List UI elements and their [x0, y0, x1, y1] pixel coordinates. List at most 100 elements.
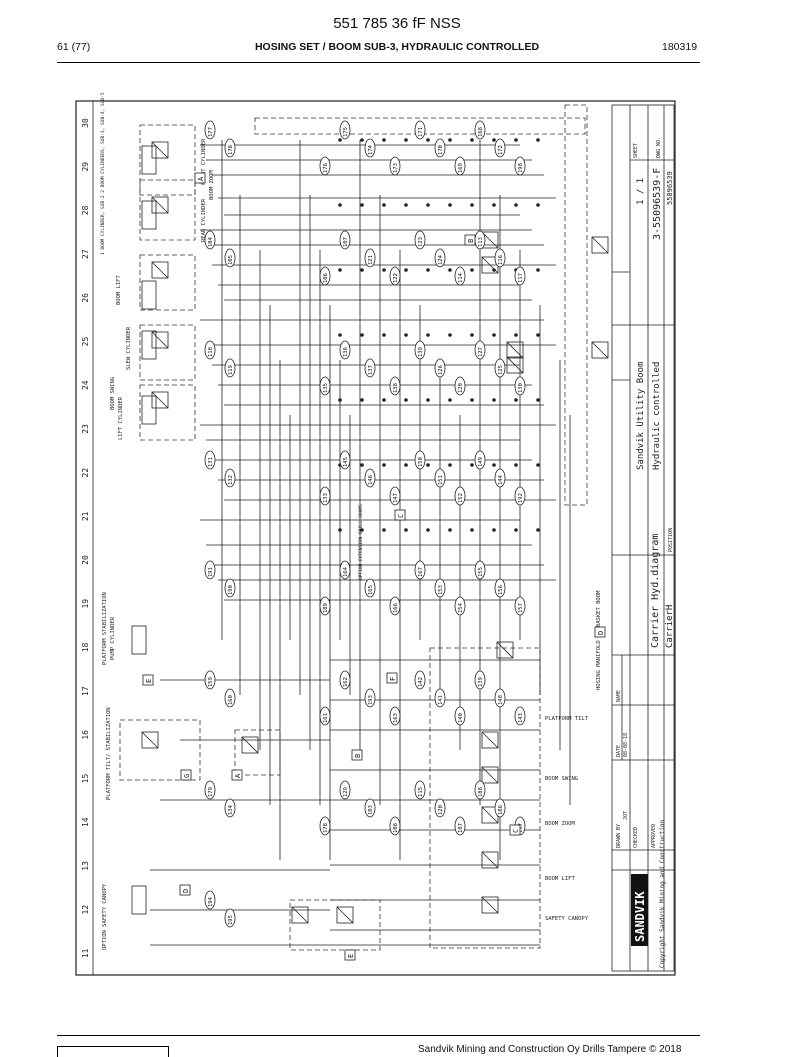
junction-dot: [448, 138, 452, 142]
valve-arrow: [241, 736, 259, 754]
junction-dot: [514, 463, 518, 467]
hose-label-badge: [339, 230, 351, 250]
hose-label: 118: [208, 347, 214, 357]
hose-label-badge: [319, 706, 331, 726]
hose-label: 124: [438, 254, 444, 265]
hose-label: 197: [518, 823, 524, 833]
hose-label-badge: [454, 376, 466, 396]
hose-label: 188: [478, 787, 484, 797]
hose-label-badge: [389, 816, 401, 836]
junction-dot: [448, 398, 452, 402]
hose-label-badge: [474, 450, 486, 470]
valve-arrow: [506, 341, 524, 359]
junction-dot: [492, 398, 496, 402]
label-boom-swing: BOOM SWING: [110, 377, 116, 410]
label-valve-boom-zoom: BOOM ZOOM: [545, 821, 575, 827]
junction-dot: [492, 463, 496, 467]
hose-label-badge: [364, 468, 376, 488]
junction-dot: [360, 333, 364, 337]
junction-dot: [470, 268, 474, 272]
hose-label: 143: [518, 713, 524, 723]
label-checked: CHECKED: [633, 827, 639, 848]
junction-dot: [404, 203, 408, 207]
hose-label-badge: [204, 340, 216, 360]
cylinder-symbol: [141, 145, 157, 175]
header-rule: [57, 62, 700, 63]
junction-dot: [426, 138, 430, 142]
hose-label-badge: [339, 560, 351, 580]
label-boom-cylinders: 1 BOOM CYLINDER, SUB-2 2 BOOM CYLINDERS,…: [100, 92, 106, 255]
reference-number: 55096539: [666, 171, 674, 205]
drawing-number: 3-55096539-F: [652, 168, 663, 240]
title-line-3: Carrier Hyd.diagram: [650, 534, 661, 648]
hose-label-badge: [414, 450, 426, 470]
hose-label-badge: [319, 156, 331, 176]
hose-label: 113: [478, 237, 484, 247]
hose-label: 159: [208, 677, 214, 687]
junction-dot: [536, 333, 540, 337]
hose-label: 104: [208, 236, 214, 247]
hose-label-badge: [434, 138, 446, 158]
valve-arrow: [151, 391, 169, 409]
valve-symbol: [291, 906, 309, 924]
hose-label: 139: [478, 677, 484, 687]
drawn-by: JOT: [623, 811, 629, 820]
junction-dot: [514, 138, 518, 142]
junction-dot: [536, 203, 540, 207]
hose-label-badge: [474, 560, 486, 580]
junction-dot: [536, 463, 540, 467]
hose-label-badge: [494, 248, 506, 268]
junction-dot: [426, 203, 430, 207]
zone-label: 22: [81, 468, 90, 478]
marker-label: D: [597, 631, 605, 635]
hose-label-badge: [414, 340, 426, 360]
hose-label-badge: [514, 486, 526, 506]
hose-label-badge: [224, 578, 236, 598]
marker-box: [351, 749, 363, 761]
valve-symbol: [496, 641, 514, 659]
hose-label: 198: [518, 163, 524, 173]
hose-label: 137: [368, 365, 374, 375]
hose-label: 149: [478, 457, 484, 467]
junction-dot: [426, 463, 430, 467]
junction-dot: [382, 203, 386, 207]
hose-label: 193: [368, 695, 374, 705]
hose-label: 191: [208, 567, 214, 577]
hose-label: 165: [368, 585, 374, 595]
label-sheet: SHEET: [633, 143, 639, 158]
junction-dot: [426, 268, 430, 272]
valve-arrow: [481, 896, 499, 914]
valve-arrow: [336, 906, 354, 924]
junction-dot: [448, 203, 452, 207]
hose-label-badge: [414, 230, 426, 250]
date-code: 180319: [662, 41, 698, 53]
marker-label: B: [354, 754, 362, 758]
hose-label-badge: [494, 798, 506, 818]
junction-dot: [514, 528, 518, 532]
zone-label: 29: [81, 162, 90, 172]
junction-dot: [470, 528, 474, 532]
valve-symbol: [481, 731, 499, 749]
valve-symbol: [481, 896, 499, 914]
junction-dot: [426, 398, 430, 402]
hose-label-badge: [474, 340, 486, 360]
hose-label-badge: [204, 450, 216, 470]
hose-label-badge: [319, 266, 331, 286]
hose-label-badge: [224, 358, 236, 378]
valve-arrow: [151, 196, 169, 214]
valve-arrow: [591, 341, 609, 359]
copyright-label: Copyright Sandvik Mining and Constructio…: [659, 820, 666, 968]
hose-label: 187: [458, 823, 464, 833]
valve-symbol: [336, 906, 354, 924]
valve-arrow: [481, 806, 499, 824]
hose-label-badge: [339, 120, 351, 140]
hose-label: 157: [518, 603, 524, 613]
hose-label-badge: [224, 908, 236, 928]
hose-label: 194: [208, 896, 214, 907]
hose-label: 133: [323, 493, 329, 503]
valve-arrow: [151, 261, 169, 279]
hose-label: 152: [458, 493, 464, 503]
junction-dot: [470, 463, 474, 467]
hose-label-badge: [514, 596, 526, 616]
marker-box: [344, 949, 356, 961]
